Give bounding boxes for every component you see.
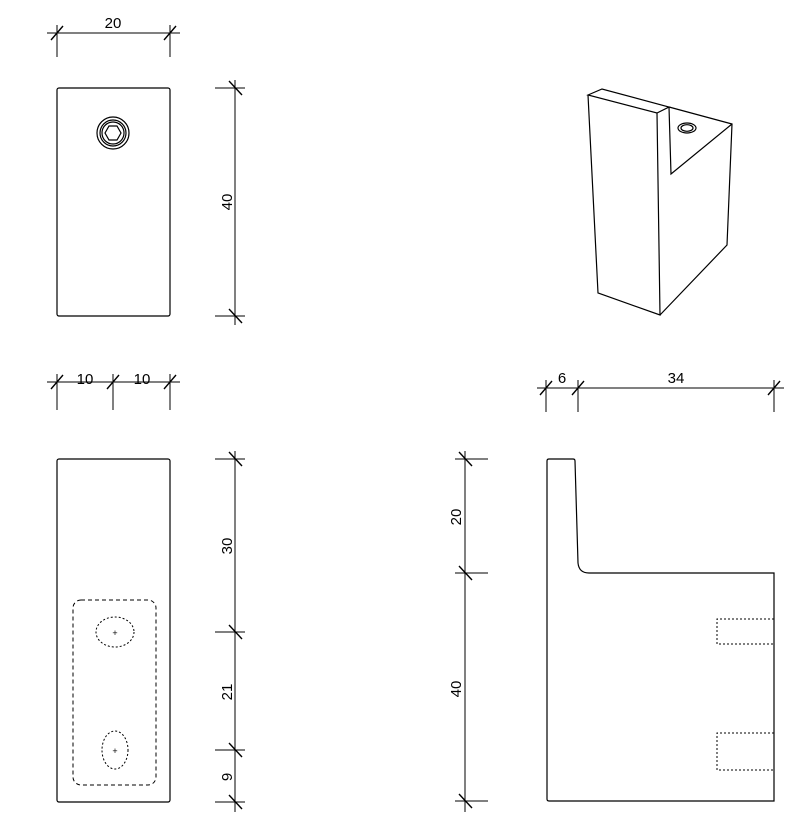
dimension-label: 40 <box>219 194 236 211</box>
side-view: 6 34 20 40 <box>448 370 784 812</box>
isometric-view <box>586 88 733 316</box>
side-view-outline <box>546 458 775 802</box>
dimension-label: 34 <box>668 370 685 387</box>
dimension-width-20: 20 <box>47 15 180 57</box>
dimension-label: 10 <box>134 371 151 388</box>
dimension-label: 6 <box>558 370 566 387</box>
dimension-depth-6-34: 6 34 <box>537 370 784 412</box>
dimension-label: 30 <box>219 538 236 555</box>
bottom-view-outline <box>56 458 171 803</box>
dimension-label: 20 <box>448 509 465 526</box>
dimension-height-40: 40 <box>215 80 245 325</box>
bolt-hole-icon <box>677 122 697 134</box>
dimension-widths-10-10: 10 10 <box>47 371 180 410</box>
svg-text:+: + <box>112 628 117 638</box>
dimension-heights-30-21-9: 30 21 9 <box>215 451 245 812</box>
dimension-label: 21 <box>219 684 236 701</box>
dimension-label: 10 <box>77 371 94 388</box>
mounting-plate-hidden <box>72 599 157 786</box>
svg-text:+: + <box>112 746 117 756</box>
bottom-view: + + 10 10 30 21 9 <box>47 371 245 812</box>
dimension-label: 20 <box>105 15 122 32</box>
dimension-label: 9 <box>219 773 236 781</box>
slot-hole <box>101 730 129 770</box>
slot-hole <box>95 616 135 648</box>
dimension-heights-20-40: 20 40 <box>448 451 488 812</box>
dimension-label: 40 <box>448 681 465 698</box>
hidden-slot <box>716 732 774 771</box>
hex-bolt-icon <box>96 116 130 150</box>
front-view: 20 40 <box>47 15 245 325</box>
hidden-slot <box>716 618 774 645</box>
front-view-outline <box>56 87 171 317</box>
